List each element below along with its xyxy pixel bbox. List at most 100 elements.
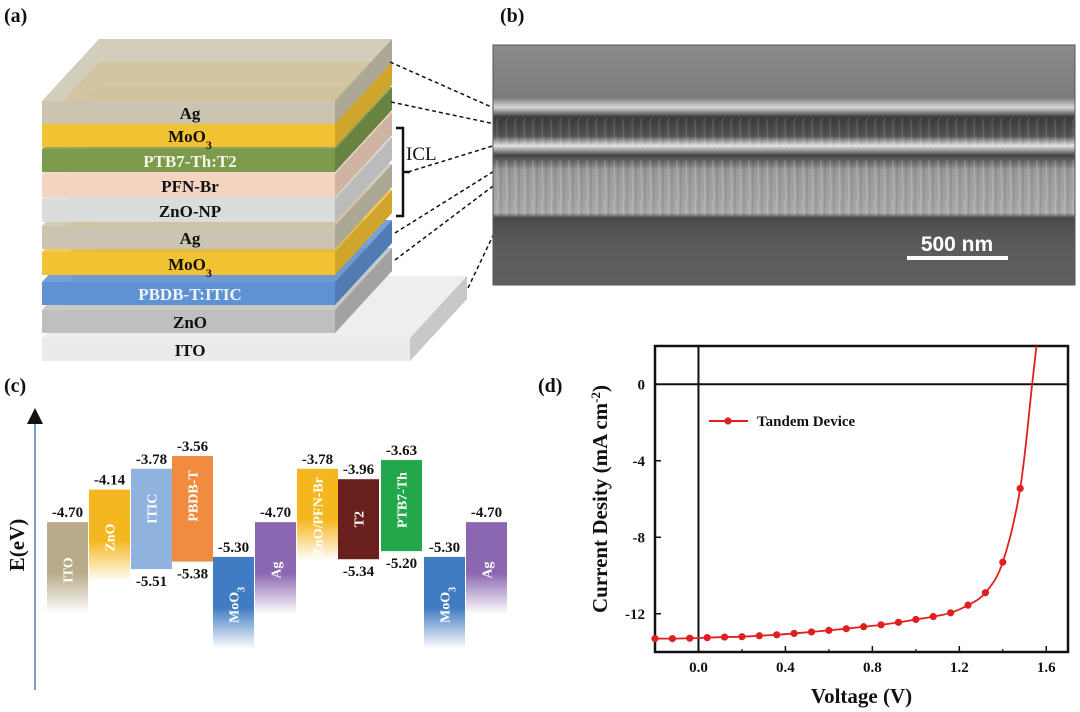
x-tick-label: 0.4 xyxy=(776,660,795,676)
panel-label-b: (b) xyxy=(500,5,524,27)
series-line-tandem-device xyxy=(654,345,1038,640)
data-point xyxy=(668,635,676,643)
bar-label: ZnO/PFN-Br xyxy=(312,477,327,556)
bar-label: MoO3 xyxy=(439,587,459,623)
data-point xyxy=(825,626,833,634)
data-point xyxy=(1016,484,1024,493)
energy-axis-label: E(eV) xyxy=(5,519,29,571)
bar-label: T2 xyxy=(353,511,368,527)
bottom-energy-value: -5.38 xyxy=(177,567,208,583)
data-point xyxy=(651,635,659,643)
data-point xyxy=(877,621,885,629)
panel-label-a: (a) xyxy=(4,5,27,27)
y-axis-label: Current Desity (mA cm-2) xyxy=(588,385,613,613)
legend-marker xyxy=(724,417,732,425)
x-axis-label: Voltage (V) xyxy=(811,684,912,708)
data-point xyxy=(842,625,850,633)
bottom-energy-value: -5.20 xyxy=(386,556,417,572)
bar-label: Ag xyxy=(481,562,496,579)
plot-frame xyxy=(653,344,1070,654)
top-energy-value: -4.70 xyxy=(471,505,502,521)
x-tick-label: 1.2 xyxy=(950,660,969,676)
legend: Tandem Device xyxy=(709,414,856,430)
energy-bar-itic: -3.78 -5.51 ITIC xyxy=(131,452,172,590)
energy-level-bars: -4.70ITO-4.14ZnO-3.78-5.51ITIC-3.56-5.38… xyxy=(47,439,507,649)
bar-label: PTB7-Th xyxy=(396,472,411,528)
top-energy-value: -3.96 xyxy=(343,462,375,478)
layer-label: PTB7-Th:T2 xyxy=(143,152,237,171)
energy-bar-pbdb-t: -3.56 -5.38 PBDB-T xyxy=(172,439,213,583)
data-point xyxy=(860,623,868,631)
data-point xyxy=(686,634,694,642)
top-energy-value: -5.30 xyxy=(218,540,249,556)
bottom-energy-value: -5.34 xyxy=(343,564,375,580)
legend-label: Tandem Device xyxy=(757,414,856,430)
x-tick-label: 0.0 xyxy=(689,660,708,676)
bar-label: ZnO xyxy=(104,524,119,552)
bar-label: MoO3 xyxy=(228,587,248,623)
data-point xyxy=(929,613,937,621)
top-energy-value: -3.63 xyxy=(386,443,417,459)
device-layer-stack: ITOZnOPBDB-T:ITICMoO3AgZnO-NPPFN-BrPTB7-… xyxy=(42,39,467,361)
top-energy-value: -3.78 xyxy=(302,452,333,468)
panel-label-c: (c) xyxy=(4,375,26,397)
data-point xyxy=(999,558,1007,566)
panel-label-d: (d) xyxy=(538,375,562,397)
layer-label: PBDB-T:ITIC xyxy=(138,285,242,304)
top-energy-value: -4.14 xyxy=(94,473,126,489)
energy-bar-ptb7-th: -3.63 -5.20 PTB7-Th xyxy=(381,443,422,572)
data-point xyxy=(755,632,763,640)
data-point xyxy=(807,628,816,636)
top-energy-value: -4.70 xyxy=(260,505,291,521)
data-point xyxy=(964,601,972,609)
layer-label: PFN-Br xyxy=(161,177,219,196)
bar-label: PBDB-T xyxy=(187,470,202,522)
x-tick-label: 0.8 xyxy=(863,660,882,676)
layer-ag: Ag xyxy=(42,39,392,124)
layer-label: ZnO-NP xyxy=(159,202,221,221)
data-point xyxy=(738,633,746,641)
bar-label: ITO xyxy=(62,557,77,583)
y-tick-label: 0 xyxy=(638,377,646,393)
bottom-energy-value: -5.51 xyxy=(136,574,167,590)
data-point xyxy=(981,589,990,597)
y-tick-label: -8 xyxy=(633,530,646,546)
layer-label: ITO xyxy=(175,341,206,360)
data-point xyxy=(894,618,903,626)
energy-bar-t2: -3.96 -5.34 T2 xyxy=(338,462,379,580)
bar-label: Ag xyxy=(270,562,285,579)
layer-label: Ag xyxy=(180,104,201,123)
layer-label: MoO3 xyxy=(168,255,212,280)
sem-cross-section-image: 500 nm xyxy=(492,44,1076,286)
y-tick-label: -12 xyxy=(625,607,645,623)
x-tick-label: 1.6 xyxy=(1037,660,1056,676)
data-point xyxy=(720,633,729,641)
icl-bracket: ICL xyxy=(396,126,437,218)
top-energy-value: -4.70 xyxy=(52,505,83,521)
top-energy-value: -3.56 xyxy=(177,439,209,455)
data-point xyxy=(912,615,920,624)
data-point xyxy=(947,609,955,617)
energy-axis: E(eV) xyxy=(5,408,43,690)
top-energy-value: -5.30 xyxy=(429,540,460,556)
layer-label: Ag xyxy=(180,229,201,248)
data-point xyxy=(773,631,781,639)
layer-label: ZnO xyxy=(173,313,207,332)
layer-label: MoO3 xyxy=(168,127,212,152)
data-point xyxy=(790,629,798,638)
y-tick-label: -4 xyxy=(633,454,646,470)
scale-bar-label: 500 nm xyxy=(921,233,993,256)
top-energy-value: -3.78 xyxy=(136,452,167,468)
icl-label: ICL xyxy=(406,144,437,165)
bar-label: ITIC xyxy=(146,494,161,524)
data-point xyxy=(703,634,711,642)
